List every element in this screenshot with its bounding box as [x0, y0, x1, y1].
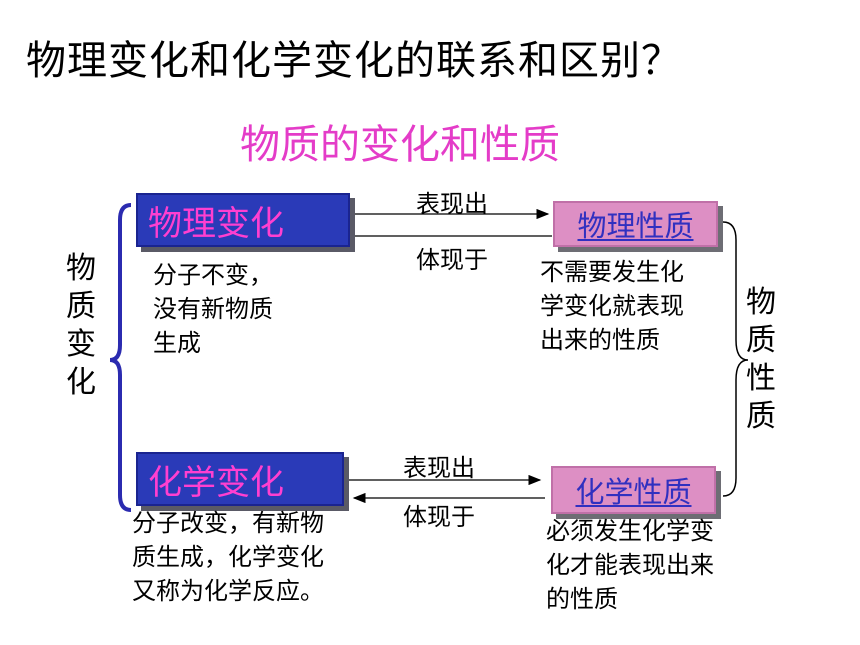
physical-property-description: 不需要发生化 学变化就表现 出来的性质 [540, 258, 684, 354]
diagram-subtitle: 物质的变化和性质 [240, 122, 560, 168]
chemical-change-description: 分子改变，有新物 质生成，化学变化 又称为化学反应。 [132, 509, 324, 605]
bottom-forward-arrow-label: 表现出 [403, 454, 475, 482]
physical-change-description: 分子不变， 没有新物质 生成 [153, 261, 273, 357]
right-group-label: 物质性质 [746, 285, 776, 434]
chemical-property-description: 必须发生化学变 化才能表现出来 的性质 [546, 517, 714, 613]
chemical-change-box: 化学变化 [136, 452, 344, 506]
physical-change-label: 物理变化 [148, 203, 284, 244]
chemical-change-label: 化学变化 [148, 462, 284, 503]
physical-property-box: 物理性质 [553, 201, 718, 247]
page-title: 物理变化和化学变化的联系和区别？ [26, 38, 682, 84]
left-brace [109, 203, 132, 512]
top-forward-arrow-label: 表现出 [416, 190, 488, 218]
physical-change-box: 物理变化 [136, 193, 350, 247]
left-group-label: 物质变化 [66, 251, 96, 400]
top-backward-arrow-label: 体现于 [416, 246, 488, 274]
chemical-property-box: 化学性质 [551, 466, 716, 514]
bottom-backward-arrow-label: 体现于 [403, 503, 475, 531]
physical-property-label: 物理性质 [577, 209, 694, 243]
right-brace [722, 221, 749, 497]
chemical-property-label: 化学性质 [575, 475, 692, 509]
